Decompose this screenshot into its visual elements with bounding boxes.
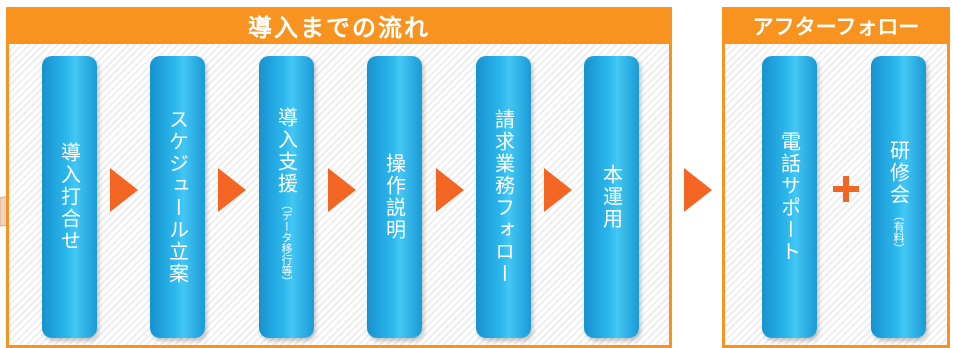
step-label: 導入支援 bbox=[274, 107, 299, 195]
step-operation-explanation: 操作説明 bbox=[367, 56, 422, 338]
follow-training: 研修会 （有料） bbox=[871, 56, 926, 338]
follow-header: アフターフォロー bbox=[722, 7, 950, 44]
arrow-icon bbox=[544, 168, 572, 212]
step-full-operation: 本運用 bbox=[584, 56, 639, 338]
arrow-icon bbox=[684, 168, 712, 212]
follow-label: 研修会 bbox=[886, 140, 911, 206]
step-kickoff-meeting: 導入打合せ bbox=[42, 56, 97, 338]
step-schedule: スケジュール立案 bbox=[150, 56, 205, 338]
step-label: 本運用 bbox=[599, 164, 624, 230]
flow-header: 導入までの流れ bbox=[6, 7, 672, 44]
plus-icon bbox=[833, 176, 859, 202]
step-label: 請求業務フォロー bbox=[491, 109, 516, 285]
step-sublabel: （データ移行等） bbox=[280, 199, 293, 287]
follow-phone-support: 電話サポート bbox=[762, 56, 817, 338]
flow-title: 導入までの流れ bbox=[248, 14, 430, 42]
arrow-icon bbox=[328, 168, 356, 212]
step-label: 導入打合せ bbox=[57, 142, 82, 252]
follow-sublabel: （有料） bbox=[892, 210, 905, 254]
step-label: スケジュール立案 bbox=[165, 109, 190, 285]
arrow-icon bbox=[218, 168, 246, 212]
arrow-icon bbox=[110, 168, 138, 212]
arrow-icon bbox=[436, 168, 464, 212]
follow-label: 電話サポート bbox=[777, 131, 802, 263]
step-billing-follow: 請求業務フォロー bbox=[476, 56, 531, 338]
step-implementation-support: 導入支援 （データ移行等） bbox=[259, 56, 314, 338]
step-label: 操作説明 bbox=[382, 153, 407, 241]
follow-title: アフターフォロー bbox=[752, 14, 920, 39]
